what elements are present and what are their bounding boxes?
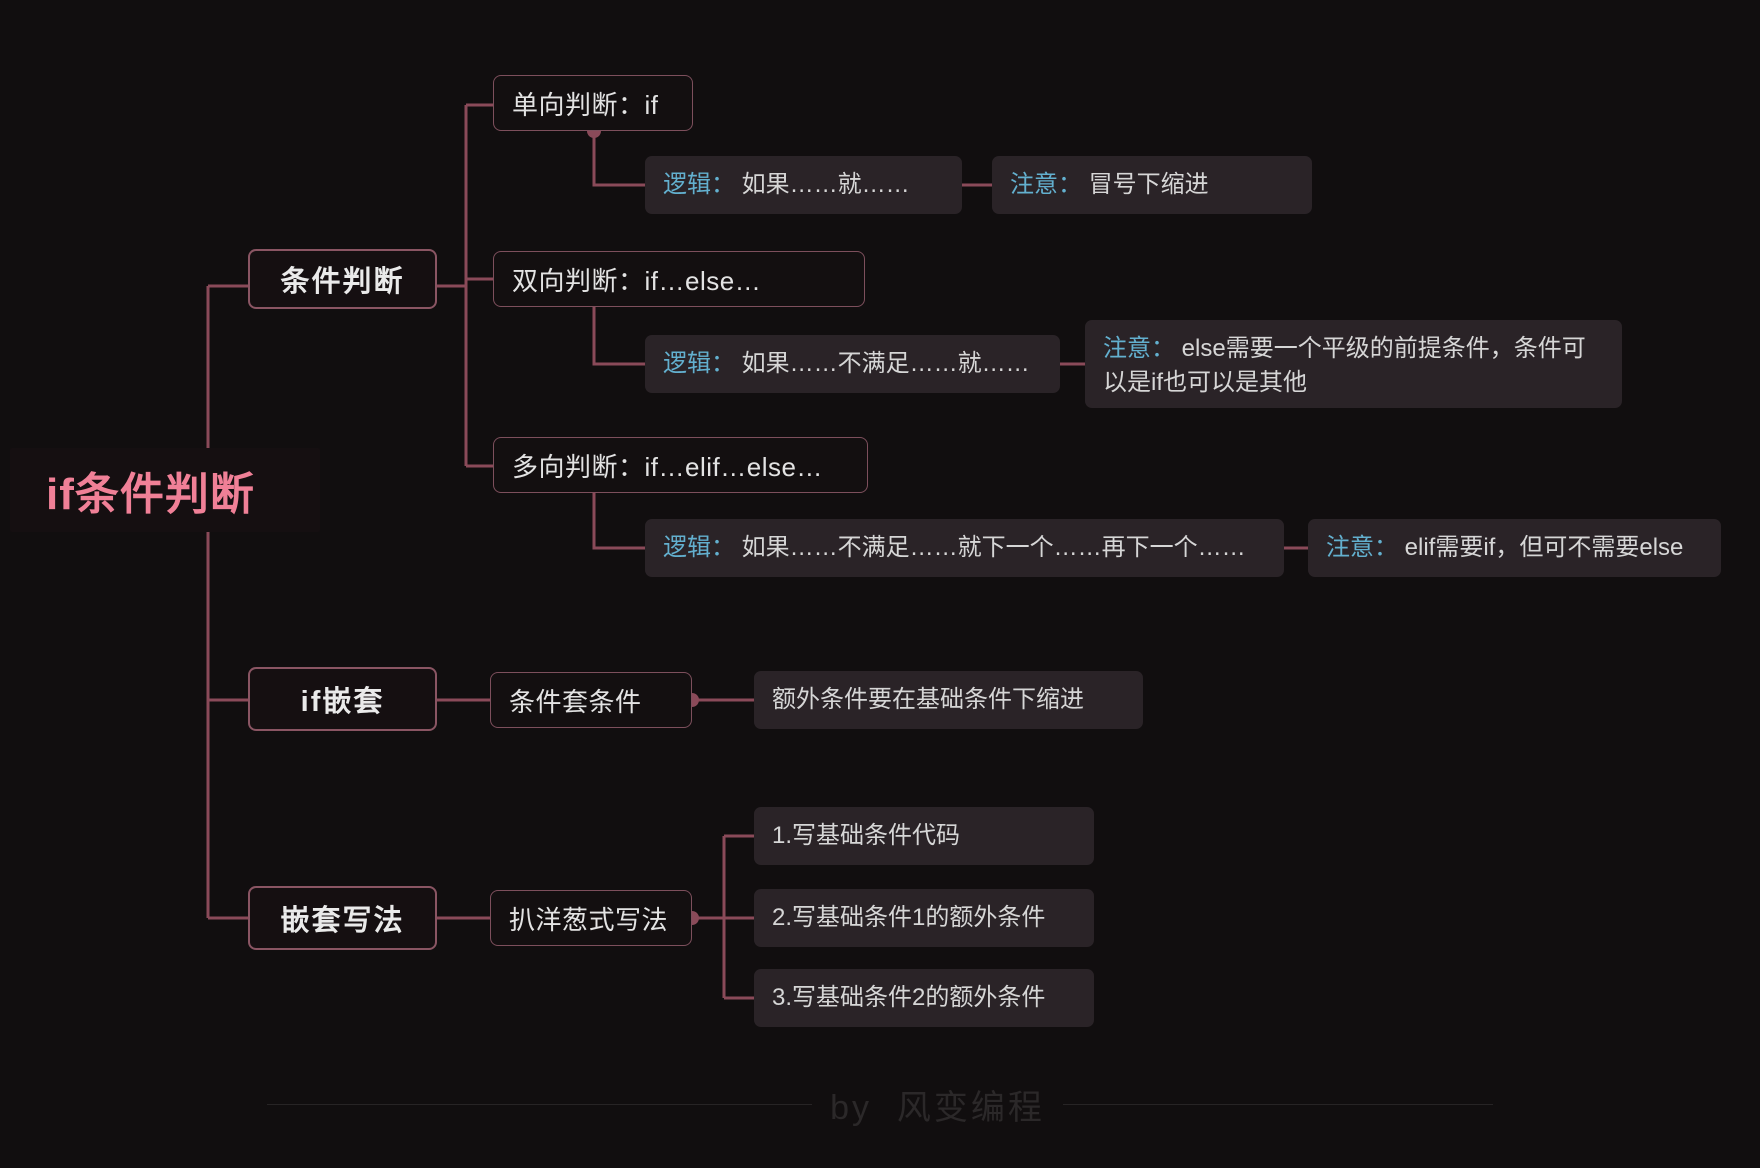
leaf-note-single[interactable]: 注意： 冒号下缩进	[992, 156, 1312, 214]
leaf-onion-step-2[interactable]: 2.写基础条件1的额外条件	[754, 889, 1094, 947]
leaf-logic-multi[interactable]: 逻辑： 如果……不满足……就下一个……再下一个……	[645, 519, 1284, 577]
leaf-logic-double[interactable]: 逻辑： 如果……不满足……就……	[645, 335, 1060, 393]
leaf-nesting-indent[interactable]: 额外条件要在基础条件下缩进	[754, 671, 1143, 729]
branch-label: if嵌套	[300, 686, 385, 718]
note-key: 注意：	[1326, 533, 1398, 561]
leaf-onion-step-3[interactable]: 3.写基础条件2的额外条件	[754, 969, 1094, 1027]
logic-value: 如果……不满足……就下一个……再下一个……	[735, 533, 1246, 561]
leaf-note-double[interactable]: 注意： else需要一个平级的前提条件，条件可以是if也可以是其他	[1085, 320, 1622, 408]
footer-rule-right	[1062, 1104, 1493, 1105]
branch-label: 嵌套写法	[280, 905, 405, 937]
node-multi-branch[interactable]: 多向判断：if…elif…else…	[493, 437, 868, 493]
logic-key: 逻辑：	[663, 349, 735, 377]
node-single-branch[interactable]: 单向判断：if	[493, 75, 693, 131]
node-onion-style[interactable]: 扒洋葱式写法	[490, 890, 692, 946]
leaf-label: 2.写基础条件1的额外条件	[772, 903, 1046, 931]
footer: by 风变编程	[0, 1080, 1760, 1129]
node-label: 扒洋葱式写法	[509, 904, 669, 935]
leaf-label: 3.写基础条件2的额外条件	[772, 983, 1046, 1011]
logic-key: 逻辑：	[663, 170, 735, 198]
node-condition-in-condition[interactable]: 条件套条件	[490, 672, 692, 728]
footer-rule-left	[267, 1104, 813, 1105]
logic-key: 逻辑：	[663, 533, 735, 561]
root-node[interactable]: if条件判断	[10, 448, 320, 532]
leaf-label: 1.写基础条件代码	[772, 821, 961, 849]
branch-node-if-nesting[interactable]: if嵌套	[248, 667, 437, 731]
footer-credit: by 风变编程	[830, 1089, 1045, 1127]
node-label: 单向判断：if	[512, 89, 659, 120]
leaf-onion-step-1[interactable]: 1.写基础条件代码	[754, 807, 1094, 865]
note-key: 注意：	[1010, 170, 1082, 198]
logic-value: 如果……就……	[735, 170, 910, 198]
note-value: else需要一个平级的前提条件，条件可以是if也可以是其他	[1103, 335, 1586, 397]
leaf-logic-single[interactable]: 逻辑： 如果……就……	[645, 156, 962, 214]
branch-node-nesting-style[interactable]: 嵌套写法	[248, 886, 437, 950]
note-key: 注意：	[1103, 335, 1175, 362]
leaf-label: 额外条件要在基础条件下缩进	[772, 685, 1084, 713]
leaf-note-multi[interactable]: 注意： elif需要if，但可不需要else	[1308, 519, 1721, 577]
branch-node-conditional[interactable]: 条件判断	[248, 249, 437, 309]
note-value: elif需要if，但可不需要else	[1398, 533, 1684, 561]
node-double-branch[interactable]: 双向判断：if…else…	[493, 251, 865, 307]
note-value: 冒号下缩进	[1082, 170, 1209, 198]
node-label: 条件套条件	[509, 686, 642, 717]
root-label: if条件判断	[46, 470, 255, 519]
branch-label: 条件判断	[280, 266, 405, 298]
node-label: 多向判断：if…elif…else…	[512, 451, 823, 482]
node-label: 双向判断：if…else…	[512, 265, 762, 296]
logic-value: 如果……不满足……就……	[735, 349, 1030, 377]
